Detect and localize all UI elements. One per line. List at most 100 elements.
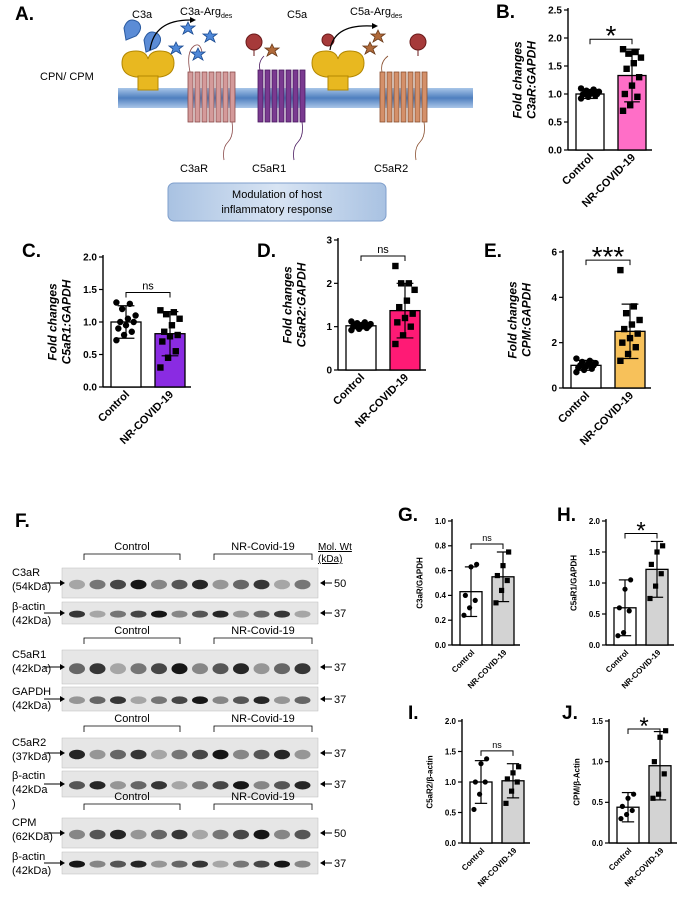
marker-arrow-head (320, 610, 325, 616)
data-point (647, 595, 653, 602)
y-tick-label: 1.0 (83, 318, 97, 329)
data-point (624, 350, 632, 358)
data-point (626, 334, 634, 342)
data-point (623, 65, 630, 72)
significance-bracket (470, 543, 504, 549)
blot-band (171, 749, 188, 760)
data-point (615, 633, 621, 639)
blot-band (89, 579, 106, 590)
group-label-control: Control (114, 625, 149, 637)
y-tick-label: 1.0 (589, 579, 601, 588)
y-axis-label-h: C5aR1/GAPDH (569, 555, 578, 611)
blot-band (69, 663, 85, 675)
blot-band (192, 610, 208, 618)
blot-band (274, 781, 290, 790)
y-tick-label: 2 (551, 338, 557, 349)
y-tick-label: 2.0 (548, 34, 562, 45)
data-point (361, 319, 369, 326)
data-point (652, 583, 659, 589)
group-label-control: Control (114, 541, 149, 553)
blot-band (274, 696, 290, 705)
c5a-ligand-icon (245, 33, 427, 56)
blot-label-extra: ) (12, 798, 16, 810)
y-axis-label-line1: Fold changes (506, 281, 520, 359)
blot-band (89, 663, 106, 675)
y-axis-label-line1: C5aR1/GAPDH (569, 555, 578, 611)
blot-band (130, 781, 147, 790)
data-point (628, 321, 636, 328)
blot-band (253, 663, 270, 675)
blot-band (89, 610, 106, 618)
y-tick-label: 2.0 (589, 517, 601, 526)
data-point (634, 93, 641, 100)
y-tick-label: 0.6 (435, 566, 447, 575)
data-point (663, 728, 669, 734)
mol-wt-header: Mol. Wt (318, 542, 352, 553)
c5ar2-receptor (379, 55, 428, 161)
blot-arrow-head (60, 664, 65, 670)
blot-band (130, 829, 147, 840)
chart-c5ar1-qpcr: Fold changesC5aR1:GAPDH0.00.51.01.52.0Co… (46, 253, 191, 447)
blot-label: β-actin (12, 770, 45, 782)
y-tick-label: 1.5 (589, 548, 601, 557)
blot-band (253, 749, 270, 760)
label-c3a: C3a (132, 9, 153, 21)
y-tick-label: 0.2 (435, 616, 447, 625)
blot-area (0, 530, 400, 914)
blot-band (233, 749, 249, 760)
group-bracket-nr-covid (213, 725, 313, 732)
panel-letter-g: G. (398, 505, 419, 526)
blot-band (69, 749, 85, 760)
data-point (157, 364, 164, 371)
data-point (166, 333, 174, 340)
group-bracket-nr-covid (213, 803, 313, 810)
data-point (401, 314, 409, 322)
data-point (409, 310, 416, 317)
significance-label: * (636, 517, 645, 544)
data-point (503, 800, 509, 806)
data-point (474, 561, 480, 567)
blot-band (212, 610, 229, 618)
data-point (651, 759, 657, 765)
significance-bracket (589, 38, 633, 45)
blot-band (294, 749, 311, 760)
panel-letter-j: J. (562, 703, 578, 724)
blot-band (69, 860, 85, 868)
data-point (157, 307, 164, 314)
data-point (461, 612, 467, 618)
blot-band (171, 829, 188, 840)
data-point (621, 325, 628, 333)
blot-label: β-actin (12, 851, 45, 863)
data-point (627, 102, 634, 109)
schematic-complement-receptors: C3a C3a-Argdes C5a C5a-Argdes CPN/ CPM C… (40, 6, 473, 222)
data-point (630, 60, 637, 67)
data-point (632, 344, 639, 351)
data-point (130, 318, 137, 326)
data-point (504, 776, 510, 782)
y-tick-label: 0 (326, 366, 332, 377)
blot-band (294, 579, 311, 590)
data-point (113, 299, 120, 306)
blot-band (233, 829, 249, 840)
blot-band (89, 781, 106, 790)
x-tick-label: Control (460, 846, 486, 872)
marker-arrow-head (320, 664, 325, 670)
c5a-arrow-head (372, 23, 378, 29)
y-tick-label: 0.8 (435, 542, 447, 551)
blot-band (233, 781, 249, 790)
blot-band (110, 579, 126, 590)
data-point (650, 795, 656, 801)
modulation-box-line1: Modulation of host (232, 189, 322, 201)
group-label-nr-covid: NR-Covid-19 (231, 541, 295, 553)
group-bracket-nr-covid (213, 553, 313, 560)
x-tick-label: Control (450, 648, 476, 674)
data-point (510, 770, 516, 776)
y-axis-label-e: Fold changesCPM:GAPDH (506, 281, 534, 359)
blot-band (130, 696, 147, 705)
data-point (124, 315, 132, 322)
blot-band (130, 610, 147, 618)
data-point (573, 355, 580, 362)
y-axis-label-line1: Fold changes (281, 266, 295, 344)
blot-band (89, 829, 106, 840)
panel-letter-b: B. (496, 2, 515, 23)
